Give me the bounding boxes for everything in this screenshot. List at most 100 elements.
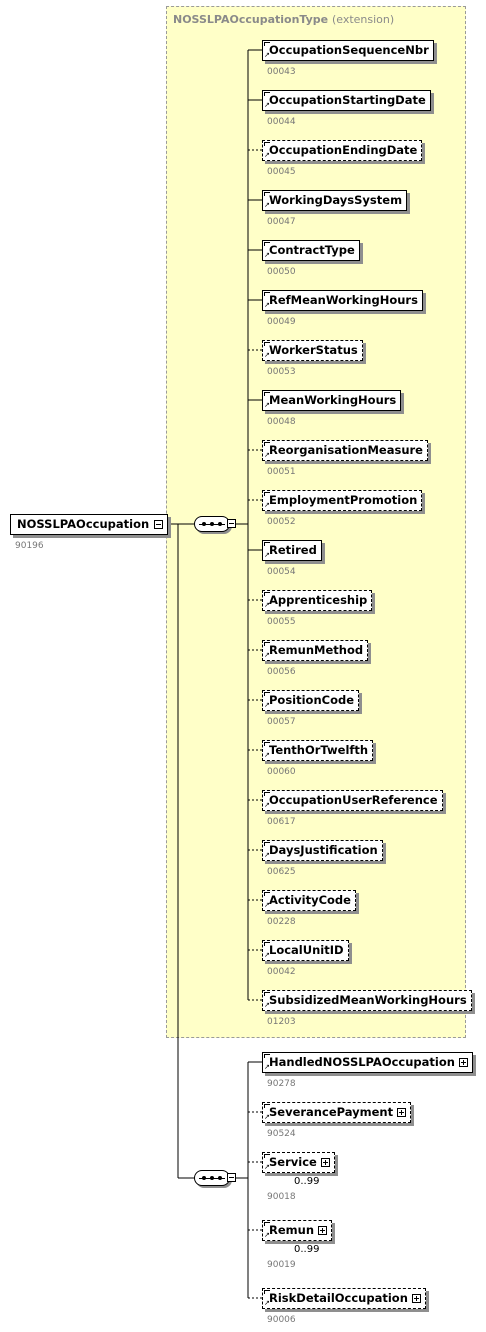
- inner-element-box[interactable]: ↗TenthOrTwelfth: [262, 740, 374, 761]
- reference-arrow-icon: ↗: [264, 801, 270, 809]
- inner-element-box[interactable]: ↗RemunMethod: [262, 640, 369, 661]
- reference-arrow-icon: ↗: [264, 1231, 270, 1239]
- inner-element-name: ContractType: [269, 243, 355, 257]
- inner-element-box[interactable]: ↗Retired: [262, 540, 322, 561]
- inner-element-code: 00053: [267, 367, 296, 377]
- outer-element-code: 90018: [267, 1192, 296, 1202]
- reference-arrow-icon: ↗: [264, 951, 270, 959]
- outer-element-name: Service: [269, 1155, 317, 1169]
- collapse-icon[interactable]: [154, 520, 164, 529]
- inner-element-code: 01203: [267, 1017, 296, 1027]
- element-corner-icon: [264, 92, 270, 96]
- reference-arrow-icon: ↗: [264, 1299, 270, 1307]
- cardinality-label: 0..99: [294, 1244, 320, 1255]
- expand-icon[interactable]: [320, 1158, 330, 1167]
- outer-element-box[interactable]: ↗RiskDetailOccupation: [262, 1288, 426, 1309]
- inner-element-code: 00057: [267, 717, 296, 727]
- element-corner-icon: [264, 342, 270, 346]
- reference-arrow-icon: ↗: [264, 201, 270, 209]
- inner-element-name: ActivityCode: [269, 893, 351, 907]
- outer-element-box[interactable]: ↗Service: [262, 1152, 335, 1173]
- inner-element-box[interactable]: ↗EmploymentPromotion: [262, 490, 423, 511]
- inner-element-box[interactable]: ↗LocalUnitID: [262, 940, 349, 961]
- inner-element-name: MeanWorkingHours: [269, 393, 397, 407]
- inner-element-box[interactable]: ↗MeanWorkingHours: [262, 390, 402, 411]
- inner-element-name: RefMeanWorkingHours: [269, 293, 418, 307]
- inner-element-name: WorkingDaysSystem: [269, 193, 403, 207]
- outer-element-box[interactable]: ↗SeverancePayment: [262, 1102, 412, 1123]
- inner-element-name: TenthOrTwelfth: [269, 743, 369, 757]
- inner-element-name: Apprenticeship: [269, 593, 368, 607]
- extension-type-name: NOSSLPAOccupationType: [173, 13, 329, 26]
- expand-icon[interactable]: [397, 1108, 407, 1117]
- element-corner-icon: [264, 1154, 270, 1158]
- inner-element-code: 00617: [267, 817, 296, 827]
- expand-icon[interactable]: [318, 1226, 328, 1235]
- inner-element-name: WorkerStatus: [269, 343, 358, 357]
- inner-element-code: 00044: [267, 117, 296, 127]
- inner-element-box[interactable]: ↗RefMeanWorkingHours: [262, 290, 423, 311]
- extension-type-title: NOSSLPAOccupationType (extension): [173, 13, 394, 26]
- element-corner-icon: [264, 492, 270, 496]
- inner-element-box[interactable]: ↗OccupationEndingDate: [262, 140, 423, 161]
- element-corner-icon: [264, 892, 270, 896]
- cardinality-label: 0..99: [294, 1176, 320, 1187]
- sequence-collapse-icon[interactable]: [227, 519, 236, 528]
- element-corner-icon: [264, 592, 270, 596]
- reference-arrow-icon: ↗: [264, 651, 270, 659]
- inner-element-code: 00052: [267, 517, 296, 527]
- inner-element-code: 00228: [267, 917, 296, 927]
- element-corner-icon: [264, 842, 270, 846]
- inner-element-code: 00048: [267, 417, 296, 427]
- inner-element-name: ReorganisationMeasure: [269, 443, 423, 457]
- inner-element-code: 00051: [267, 467, 296, 477]
- element-corner-icon: [264, 442, 270, 446]
- element-corner-icon: [264, 942, 270, 946]
- inner-element-name: LocalUnitID: [269, 943, 344, 957]
- inner-element-code: 00049: [267, 317, 296, 327]
- outer-element-name: RiskDetailOccupation: [269, 1291, 408, 1305]
- outer-element-code: 90006: [267, 1315, 296, 1325]
- inner-element-box[interactable]: ↗DaysJustification: [262, 840, 383, 861]
- inner-element-box[interactable]: ↗ContractType: [262, 240, 360, 261]
- inner-element-box[interactable]: ↗ActivityCode: [262, 890, 356, 911]
- sequence-compositor-inner[interactable]: [194, 516, 230, 532]
- sequence-collapse-icon[interactable]: [227, 1173, 236, 1182]
- inner-element-box[interactable]: ↗OccupationStartingDate: [262, 90, 431, 111]
- inner-element-code: 00047: [267, 217, 296, 227]
- element-corner-icon: [264, 1222, 270, 1226]
- element-corner-icon: [264, 142, 270, 146]
- element-corner-icon: [264, 192, 270, 196]
- inner-element-code: 00054: [267, 567, 296, 577]
- outer-element-box[interactable]: ↗Remun: [262, 1220, 333, 1241]
- reference-arrow-icon: ↗: [264, 351, 270, 359]
- element-corner-icon: [264, 1054, 270, 1058]
- reference-arrow-icon: ↗: [264, 501, 270, 509]
- reference-arrow-icon: ↗: [264, 1113, 270, 1121]
- element-corner-icon: [264, 292, 270, 296]
- reference-arrow-icon: ↗: [264, 851, 270, 859]
- element-corner-icon: [264, 642, 270, 646]
- reference-arrow-icon: ↗: [264, 901, 270, 909]
- root-element-box[interactable]: NOSSLPAOccupation: [10, 514, 169, 535]
- inner-element-box[interactable]: ↗SubsidizedMeanWorkingHours: [262, 990, 472, 1011]
- inner-element-box[interactable]: ↗PositionCode: [262, 690, 360, 711]
- reference-arrow-icon: ↗: [264, 51, 270, 59]
- inner-element-name: RemunMethod: [269, 643, 364, 657]
- outer-element-box[interactable]: ↗HandledNOSSLPAOccupation: [262, 1052, 473, 1073]
- inner-element-box[interactable]: ↗OccupationUserReference: [262, 790, 443, 811]
- inner-element-box[interactable]: ↗WorkingDaysSystem: [262, 190, 408, 211]
- inner-element-box[interactable]: ↗ReorganisationMeasure: [262, 440, 428, 461]
- inner-element-box[interactable]: ↗Apprenticeship: [262, 590, 373, 611]
- element-corner-icon: [264, 742, 270, 746]
- expand-icon[interactable]: [411, 1294, 421, 1303]
- sequence-compositor-outer[interactable]: [194, 1170, 230, 1186]
- reference-arrow-icon: ↗: [264, 1163, 270, 1171]
- element-corner-icon: [264, 992, 270, 996]
- inner-element-box[interactable]: ↗OccupationSequenceNbr: [262, 40, 434, 61]
- expand-icon[interactable]: [458, 1058, 468, 1067]
- root-element-code: 90196: [15, 541, 44, 551]
- inner-element-box[interactable]: ↗WorkerStatus: [262, 340, 363, 361]
- reference-arrow-icon: ↗: [264, 251, 270, 259]
